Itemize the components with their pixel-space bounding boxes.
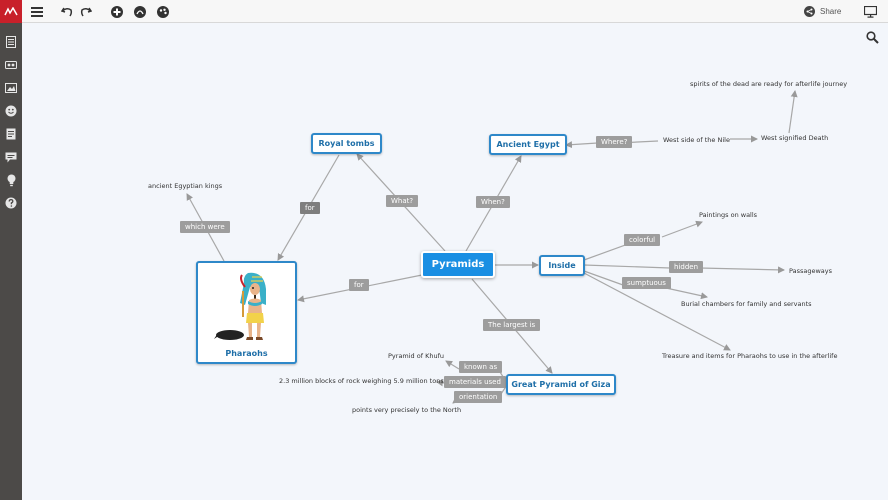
top-toolbar: Share <box>0 0 888 23</box>
lightbulb-icon[interactable] <box>4 173 18 187</box>
link-label-sumptuous[interactable]: sumptuous <box>622 277 671 289</box>
link-label-known-as[interactable]: known as <box>459 361 503 373</box>
add-topic-icon[interactable] <box>109 4 124 19</box>
link-label-hidden[interactable]: hidden <box>669 261 704 273</box>
link-label-for-tombs[interactable]: for <box>300 202 320 214</box>
link-label-orientation[interactable]: orientation <box>454 391 503 403</box>
link-label-for-pharaohs[interactable]: for <box>349 279 369 291</box>
note-blocks[interactable]: 2.3 million blocks of rock weighing 5.9 … <box>279 377 444 385</box>
app-logo[interactable] <box>0 0 22 23</box>
topic-ancient-egypt[interactable]: Ancient Egypt <box>489 134 567 155</box>
notes-icon[interactable] <box>4 127 18 141</box>
pharaoh-illustration <box>213 272 266 340</box>
note-burial[interactable]: Burial chambers for family and servants <box>681 300 812 308</box>
topic-great-pyramid[interactable]: Great Pyramid of Giza <box>506 374 616 395</box>
share-label: Share <box>820 7 842 16</box>
help-icon[interactable] <box>4 196 18 210</box>
pharaohs-label: Pharaohs <box>225 349 268 358</box>
mind-map-canvas[interactable]: What? When? for which were for Where? co… <box>22 23 888 500</box>
note-west-death[interactable]: West signified Death <box>761 134 829 142</box>
central-topic-pyramids[interactable]: Pyramids <box>421 251 495 278</box>
image-icon[interactable] <box>4 81 18 95</box>
note-spirits[interactable]: spirits of the dead are ready for afterl… <box>690 80 848 88</box>
emoji-icon[interactable] <box>4 104 18 118</box>
search-icon[interactable] <box>866 31 880 45</box>
menu-icon[interactable] <box>29 4 44 19</box>
share-button[interactable]: Share <box>804 4 841 19</box>
link-label-colorful[interactable]: colorful <box>624 234 661 246</box>
presentation-icon[interactable] <box>863 4 878 19</box>
note-passageways[interactable]: Passageways <box>789 267 833 275</box>
left-sidebar <box>0 23 22 500</box>
note-west-side[interactable]: West side of the Nile <box>663 136 730 144</box>
share-icon <box>804 6 815 17</box>
relationship-icon[interactable] <box>132 4 147 19</box>
topic-royal-tombs[interactable]: Royal tombs <box>311 133 382 154</box>
redo-icon[interactable] <box>78 4 93 19</box>
link-label-largest[interactable]: The largest is <box>483 319 541 331</box>
note-khufu[interactable]: Pyramid of Khufu <box>388 352 444 360</box>
link-label-what[interactable]: What? <box>386 195 419 207</box>
note-ancient-kings[interactable]: ancient Egyptian kings <box>148 182 223 190</box>
link-label-materials-used[interactable]: materials used <box>444 376 506 388</box>
note-points[interactable]: points very precisely to the North <box>352 406 462 414</box>
note-treasure[interactable]: Treasure and items for Pharaohs to use i… <box>662 352 838 360</box>
link-label-where[interactable]: Where? <box>596 136 633 148</box>
undo-icon[interactable] <box>59 4 74 19</box>
note-paintings[interactable]: Paintings on walls <box>699 211 758 219</box>
link-icon[interactable] <box>4 58 18 72</box>
comments-icon[interactable] <box>4 150 18 164</box>
link-label-which-were[interactable]: which were <box>180 221 230 233</box>
outline-icon[interactable] <box>4 35 18 49</box>
link-label-when[interactable]: When? <box>476 196 510 208</box>
theme-palette-icon[interactable] <box>155 4 170 19</box>
topic-pharaohs[interactable]: Pharaohs <box>196 261 297 364</box>
topic-inside[interactable]: Inside <box>539 255 585 276</box>
